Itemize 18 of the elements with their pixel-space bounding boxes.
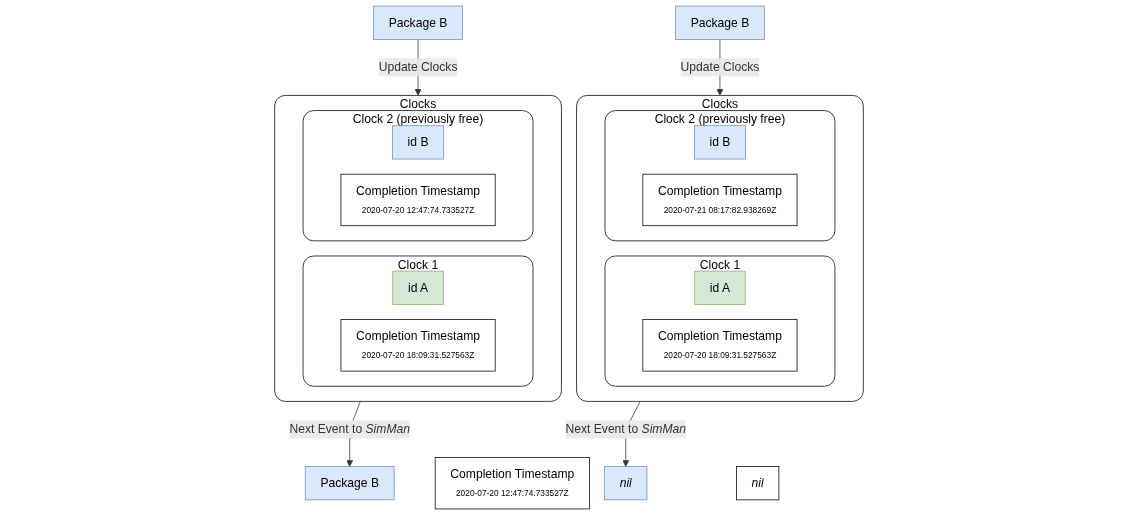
node-box: Completion Timestamp 2020-07-20 18:09:31.527563Z (642, 319, 798, 372)
edge-label: Next Event to SimMan (565, 422, 687, 436)
node-box: Package B (373, 5, 463, 40)
node-box: nil (604, 466, 648, 501)
node-box: Completion Timestamp 2020-07-20 18:09:31.527563Z (340, 319, 496, 372)
node-box: id A (694, 270, 746, 305)
node-box: Package B (675, 5, 765, 40)
node-box: nil (736, 466, 780, 501)
node-box: Completion Timestamp 2020-07-21 08:17:82.938269Z (642, 173, 798, 227)
edge-label: Next Event to SimMan (289, 422, 410, 436)
node-box: id B (392, 125, 444, 160)
node-box: id A (392, 270, 444, 305)
edge-label: Update Clocks (378, 60, 458, 74)
edge-label: Update Clocks (680, 60, 760, 74)
node-box: Completion Timestamp 2020-07-20 12:47:74.733527Z (434, 457, 590, 510)
node-box: id B (694, 125, 746, 160)
node-box: Package B (304, 466, 395, 501)
node-box: Completion Timestamp 2020-07-20 12:47:74.733527Z (340, 173, 496, 227)
